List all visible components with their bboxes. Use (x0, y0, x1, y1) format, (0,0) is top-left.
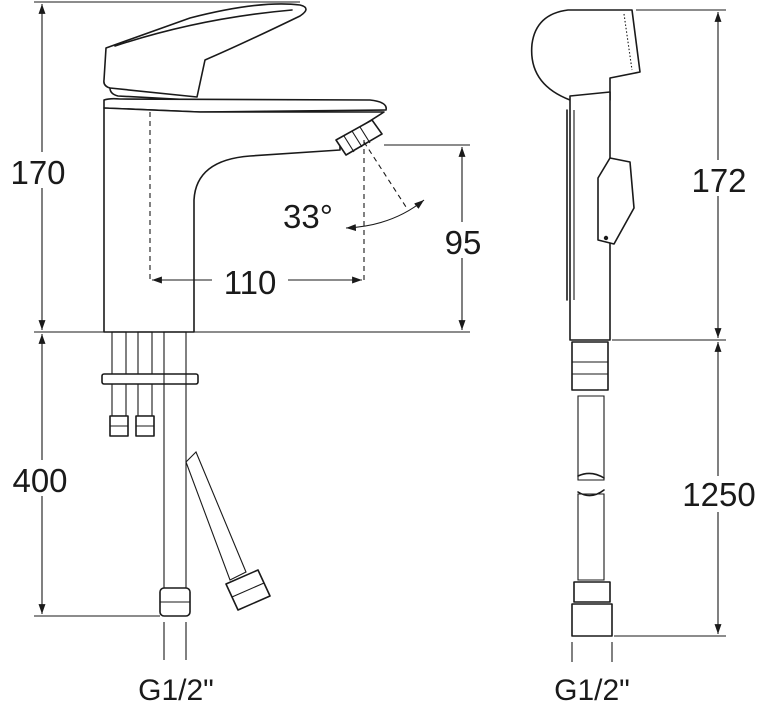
mounting-plate (101, 373, 199, 385)
mounting-studs (109, 331, 155, 437)
shower-hose (577, 395, 605, 581)
supply-hoses (159, 331, 271, 617)
hand-shower-drawing: 172 1250 G1/2" (530, 9, 764, 705)
shower-connector (571, 341, 609, 391)
shower-trigger (597, 157, 635, 245)
faucet-drawing: 110 33° 95 170 (0, 1, 488, 705)
faucet-aerator (335, 119, 383, 156)
shower-head (530, 9, 641, 101)
faucet-thread-label: G1/2" (138, 674, 214, 705)
faucet-hose-length-label: 400 (12, 462, 67, 499)
shower-thread-label: G1/2" (554, 674, 630, 705)
faucet-lever (103, 3, 307, 98)
faucet-cap (103, 97, 387, 113)
shower-handle (569, 91, 611, 341)
faucet-reach-label: 110 (224, 264, 277, 301)
shower-hose-length-label: 1250 (682, 476, 755, 513)
faucet-angle-label: 33° (283, 198, 333, 235)
shower-height-label: 172 (691, 162, 746, 199)
shower-nut (573, 581, 611, 603)
faucet-height-label: 170 (10, 154, 65, 191)
faucet-spout-height-label: 95 (445, 224, 482, 261)
